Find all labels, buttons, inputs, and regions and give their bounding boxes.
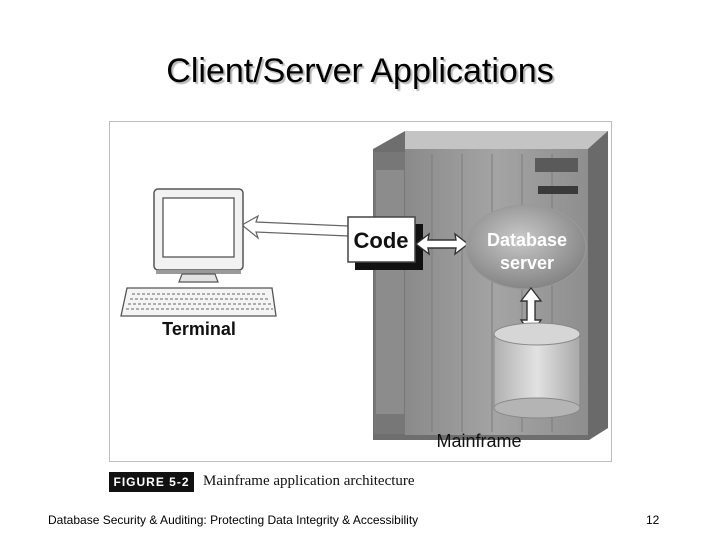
page-number: 12 [646,513,660,527]
architecture-diagram: Code Database server Mainframe [120,131,608,451]
database-server-label-line2: server [500,253,554,273]
terminal-label: Terminal [162,319,236,339]
terminal-keyboard [120,287,277,317]
figure-frame: Code Database server Mainframe [109,121,612,462]
figure-badge: FIGURE 5-2 [109,472,194,492]
slide-footer: Database Security & Auditing: Protecting… [48,513,419,527]
mainframe-label: Mainframe [436,431,521,451]
code-label: Code [354,228,409,253]
database-server-label-line1: Database [487,230,567,250]
figure-caption: Mainframe application architecture [203,473,415,489]
database-server-node: Database server [465,204,587,290]
slide-title: Client/Server Applications [166,52,554,90]
storage-cylinder [493,322,581,419]
code-box: Code [347,216,423,270]
mainframe-slot [538,186,578,194]
mainframe-panel [535,158,578,172]
terminal-monitor [153,188,244,283]
terminal-code-arrow [240,214,365,243]
